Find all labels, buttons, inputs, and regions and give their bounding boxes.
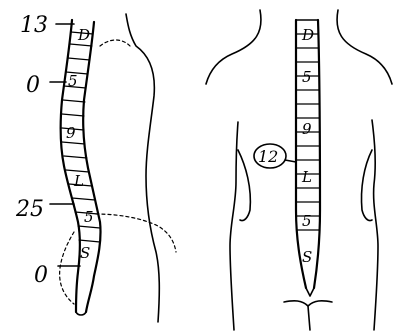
lateral-vertebra-9: 9 bbox=[66, 124, 76, 142]
shoulder-left bbox=[206, 10, 261, 84]
angle-bottom-label: 0 bbox=[34, 263, 48, 288]
posterior-vertebra-5: 5 bbox=[302, 68, 312, 86]
waist-right bbox=[361, 150, 372, 221]
lateral-view: 13 0 25 0 D 5 9 L 5 S bbox=[15, 13, 176, 322]
lateral-angle-ticks bbox=[50, 24, 80, 266]
lateral-vertebra-s: S bbox=[80, 244, 90, 262]
body-outline-dashed bbox=[100, 40, 130, 46]
posterior-vertebra-d: D bbox=[301, 26, 314, 44]
spine-tip bbox=[76, 312, 86, 315]
circled-12-pointer bbox=[285, 160, 296, 162]
lateral-vertebra-l5: 5 bbox=[84, 208, 94, 226]
torso-left-side bbox=[230, 122, 238, 330]
waist-left bbox=[238, 150, 250, 221]
posterior-spine-right bbox=[314, 20, 320, 288]
spine-right-outline bbox=[83, 22, 100, 312]
posterior-spine-tip bbox=[306, 288, 314, 296]
angle-lower-label: 25 bbox=[15, 197, 44, 222]
back-contour bbox=[126, 14, 159, 322]
angle-upper-label: 0 bbox=[26, 73, 40, 98]
shoulder-right bbox=[337, 10, 392, 84]
gluteal-cleft bbox=[308, 306, 310, 330]
posterior-vertebra-l5: 5 bbox=[302, 212, 312, 230]
posterior-view: 12 D 5 9 L 5 S bbox=[206, 10, 392, 330]
angle-top-label: 13 bbox=[20, 13, 48, 38]
circled-12-label: 12 bbox=[258, 147, 278, 166]
lateral-vertebra-d: D bbox=[77, 26, 90, 44]
posterior-vertebra-s: S bbox=[302, 248, 312, 266]
lateral-vertebra-5: 5 bbox=[68, 72, 78, 90]
posterior-vertebra-l: L bbox=[301, 168, 312, 186]
posterior-vertebra-9: 9 bbox=[302, 120, 312, 138]
torso-right-side bbox=[372, 120, 378, 330]
spine-left-outline bbox=[61, 20, 80, 312]
abdomen-outline-dashed bbox=[96, 214, 176, 252]
lateral-vertebra-l: L bbox=[73, 172, 84, 190]
buttock-outline-dashed bbox=[60, 232, 74, 304]
